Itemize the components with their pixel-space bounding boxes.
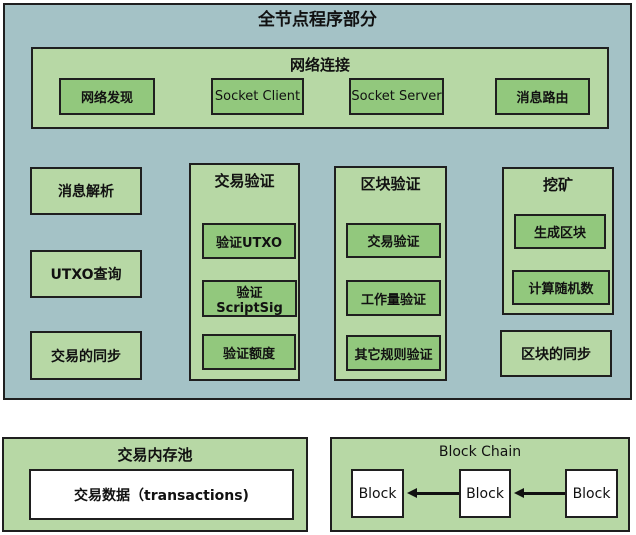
mempool-label: 交易内存池 xyxy=(117,446,193,464)
block-validation-panel: 区块验证 交易验证 工作量验证 其它规则验证 xyxy=(334,166,447,381)
arrow-left-line-2 xyxy=(523,492,565,495)
arrow-left-head-1 xyxy=(407,488,417,498)
message-routing-box: 消息路由 xyxy=(495,78,590,115)
tx-validation-panel: 交易验证 验证UTXO 验证ScriptSig 验证额度 xyxy=(189,163,300,381)
verify-amount-box: 验证额度 xyxy=(202,334,296,370)
generate-block-box: 生成区块 xyxy=(514,214,606,249)
network-panel: 网络连接 网络发现 Socket Client Socket Server 消息… xyxy=(31,47,609,129)
tx-verify-box: 交易验证 xyxy=(346,223,441,258)
compute-nonce-box: 计算随机数 xyxy=(512,270,610,305)
message-parsing-box: 消息解析 xyxy=(30,167,142,215)
tx-sync-box: 交易的同步 xyxy=(30,331,142,380)
network-discovery-box: 网络发现 xyxy=(59,78,155,115)
socket-client-box: Socket Client xyxy=(211,78,304,115)
transactions-data-box: 交易数据（transactions) xyxy=(29,469,294,520)
tx-validation-label: 交易验证 xyxy=(214,172,275,190)
block-sync-box: 区块的同步 xyxy=(500,330,612,377)
blockchain-panel: Block Chain Block Block Block xyxy=(330,437,630,532)
mempool-panel: 交易内存池 交易数据（transactions) xyxy=(2,437,308,532)
mining-panel: 挖矿 生成区块 计算随机数 xyxy=(502,167,614,315)
arrow-left-line-1 xyxy=(416,492,459,495)
verify-scriptsig-box: 验证ScriptSig xyxy=(202,280,297,317)
block-box-1: Block xyxy=(351,469,404,518)
other-rules-verify-box: 其它规则验证 xyxy=(346,335,441,371)
full-node-container: 全节点程序部分 网络连接 网络发现 Socket Client Socket S… xyxy=(3,3,632,400)
block-validation-label: 区块验证 xyxy=(360,175,421,193)
arrow-left-head-2 xyxy=(514,488,524,498)
block-box-2: Block xyxy=(459,469,511,518)
utxo-query-box: UTXO查询 xyxy=(30,250,142,298)
network-panel-label: 网络连接 xyxy=(289,56,350,74)
pow-verify-box: 工作量验证 xyxy=(346,280,441,316)
block-box-3: Block xyxy=(565,469,618,518)
mining-label: 挖矿 xyxy=(542,176,573,194)
blockchain-label: Block Chain xyxy=(438,444,522,460)
diagram-title: 全节点程序部分 xyxy=(258,10,377,30)
verify-utxo-box: 验证UTXO xyxy=(202,223,296,259)
socket-server-box: Socket Server xyxy=(349,78,444,115)
